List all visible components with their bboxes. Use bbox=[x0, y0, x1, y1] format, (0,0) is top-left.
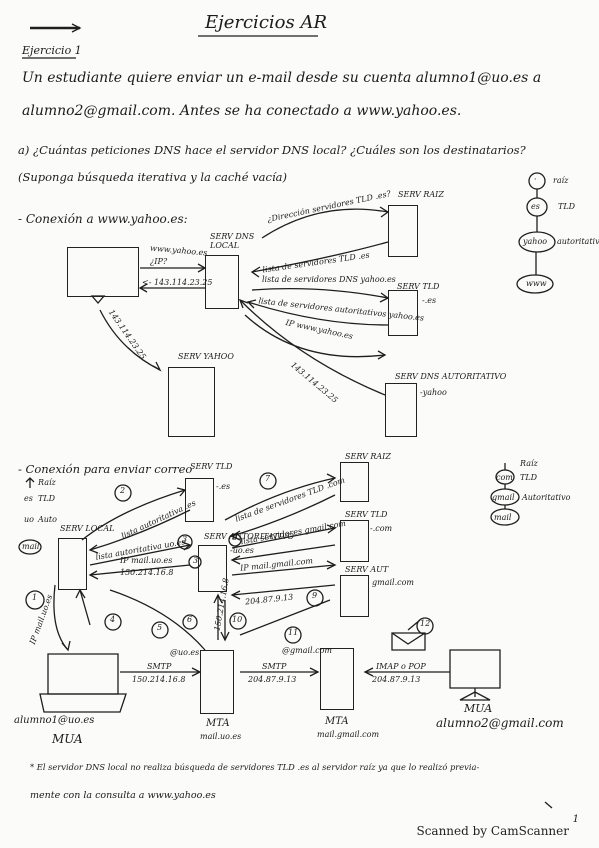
step-6: 6 bbox=[187, 615, 193, 624]
step-1: 1 bbox=[32, 593, 38, 602]
serv-tld-box bbox=[388, 290, 418, 336]
scanner-footer: Scanned by CamScanner bbox=[416, 824, 569, 838]
p2-left-legend-node-uo: uo bbox=[24, 515, 34, 524]
p2-legend-label-tld: TLD bbox=[520, 473, 538, 482]
serv-yahoo-label: SERV YAHOO bbox=[178, 352, 234, 361]
p2-serv-aut-gmail-sub: gmail.com bbox=[372, 578, 415, 587]
step-4: 4 bbox=[110, 615, 116, 624]
serv-dns-local-box bbox=[205, 255, 239, 309]
p2-serv-aut-uo: SERV AUTORITATIVO bbox=[204, 532, 294, 541]
p2-left-legend-node-mail: mail bbox=[22, 542, 40, 551]
mta1-sub: mail.uo.es bbox=[200, 732, 242, 741]
serv-aut-gmail-box bbox=[340, 575, 369, 617]
step-9: 9 bbox=[312, 591, 318, 600]
p2-legend-label-aut: Autoritativo bbox=[522, 493, 571, 502]
p2-serv-tld2-sub: -.com bbox=[370, 524, 393, 533]
hierarchy-node-yahoo: yahoo bbox=[523, 237, 548, 246]
assumption: (Suponga búsqueda iterativa y la caché v… bbox=[18, 170, 287, 184]
serv-tld-es-box bbox=[185, 478, 214, 522]
hierarchy-node-es: es bbox=[531, 202, 540, 211]
p2-legend-label-root: Raíz bbox=[520, 459, 538, 468]
serv-dns-aut-label: SERV DNS AUTORITATIVO bbox=[395, 372, 507, 381]
p2-smtp2: SMTP bbox=[262, 662, 287, 671]
mta2-label: MTA bbox=[325, 716, 349, 727]
p2-legend-node-com: com bbox=[496, 473, 513, 482]
mta-uo-box bbox=[200, 650, 234, 714]
step-12: 12 bbox=[420, 619, 431, 628]
mta2-sub: mail.gmail.com bbox=[317, 730, 380, 739]
alumno2-label: alumno2@gmail.com bbox=[436, 716, 564, 730]
p2-left-legend-label-root: Raíz bbox=[38, 478, 56, 487]
part2-label: - Conexión para enviar correo bbox=[18, 462, 193, 476]
note-line-2: mente con la consulta a www.yahoo.es bbox=[30, 790, 216, 801]
serv-dns-local-label: SERV DNS LOCAL bbox=[210, 232, 255, 250]
statement-line-1: Un estudiante quiere enviar un e-mail de… bbox=[22, 70, 542, 86]
page-number: 1 bbox=[572, 814, 579, 825]
serv-dns-aut-box bbox=[385, 383, 417, 437]
serv-tld-com-box bbox=[340, 520, 369, 562]
arrow-a-local: <- 143.114.23.25 bbox=[142, 278, 213, 287]
arrow-q-tld2: lista de servidores DNS yahoo.es bbox=[262, 275, 396, 284]
serv-dns-aut-sub: -yahoo bbox=[420, 388, 447, 397]
p2-legend-node-mail: mail bbox=[494, 513, 512, 522]
arrow-q-local2: ¿IP? bbox=[150, 257, 168, 266]
p2-ip-imap: 204.87.9.13 bbox=[372, 675, 421, 684]
serv-aut-uo-box bbox=[198, 545, 227, 592]
hierarchy-label-tld: TLD bbox=[558, 202, 576, 211]
step-2: 2 bbox=[120, 486, 126, 495]
p2-q4: @uo.es bbox=[170, 648, 200, 657]
mua2-label: MUA bbox=[464, 702, 493, 715]
p2-q5: @gmail.com bbox=[282, 646, 333, 655]
p2-left-legend-label-tld: TLD bbox=[38, 494, 56, 503]
p2-serv-aut-uo-sub: -uo.es bbox=[230, 546, 254, 555]
hierarchy-node-root: · bbox=[534, 175, 537, 184]
note-line-1: * El servidor DNS local no realiza búsqu… bbox=[30, 762, 480, 772]
step-5: 5 bbox=[157, 623, 163, 632]
step-3: 3 bbox=[182, 535, 188, 544]
p2-imap: IMAP o POP bbox=[376, 662, 426, 671]
mta1-label: MTA bbox=[206, 718, 230, 729]
p2-legend-node-gmail: gmail bbox=[492, 493, 515, 502]
part1-label: - Conexión a www.yahoo.es: bbox=[18, 212, 188, 226]
step-10: 10 bbox=[232, 615, 243, 624]
hierarchy-node-www: www bbox=[526, 279, 547, 288]
hierarchy-label-root: raíz bbox=[553, 176, 569, 185]
serv-local-box bbox=[58, 538, 87, 590]
serv-yahoo-box bbox=[168, 367, 215, 437]
hierarchy-label-aut: autoritativo bbox=[557, 237, 599, 246]
section-title: Ejercicio 1 bbox=[22, 44, 82, 57]
p2-ip-smtp1: 150.214.16.8 bbox=[132, 675, 186, 684]
question-a: a) ¿Cuántas peticiones DNS hace el servi… bbox=[18, 143, 526, 157]
p2-a-ip-local: IP mail.uo.es bbox=[120, 556, 173, 565]
serv-tld-sub: -.es bbox=[422, 296, 437, 305]
p2-left-legend-node-es: es bbox=[24, 494, 33, 503]
p2-serv-local: SERV LOCAL bbox=[60, 524, 115, 533]
p2-serv-aut-gmail: SERV AUT bbox=[345, 565, 389, 574]
p2-serv-raiz: SERV RAIZ bbox=[345, 452, 391, 461]
mua1-label: MUA bbox=[52, 732, 83, 746]
alumno1-label: alumno1@uo.es bbox=[14, 715, 95, 726]
serv-raiz-box bbox=[388, 205, 418, 257]
page-title: Ejercicios AR bbox=[205, 12, 328, 33]
client-box bbox=[67, 247, 139, 297]
step-3b: 3 bbox=[193, 556, 199, 565]
p2-ip-uo: 150.214.16.8 bbox=[120, 568, 174, 577]
p2-ip-smtp2: 204.87.9.13 bbox=[248, 675, 297, 684]
mta-gmail-box bbox=[320, 648, 354, 710]
step-8: 8 bbox=[232, 533, 238, 542]
step-11: 11 bbox=[288, 628, 299, 637]
serv-raiz-label: SERV RAIZ bbox=[398, 190, 444, 199]
p2-smtp1: SMTP bbox=[147, 662, 172, 671]
p2-left-legend-label-auto: Auto bbox=[38, 515, 57, 524]
step-7: 7 bbox=[265, 474, 271, 483]
p2-serv-tld: SERV TLD bbox=[190, 462, 233, 471]
p2-serv-tld-sub: -.es bbox=[216, 482, 231, 491]
serv-raiz-2-box bbox=[340, 462, 369, 502]
statement-line-2: alumno2@gmail.com. Antes se ha conectado… bbox=[22, 103, 462, 119]
p2-serv-tld2: SERV TLD bbox=[345, 510, 388, 519]
serv-tld-label: SERV TLD bbox=[397, 282, 440, 291]
